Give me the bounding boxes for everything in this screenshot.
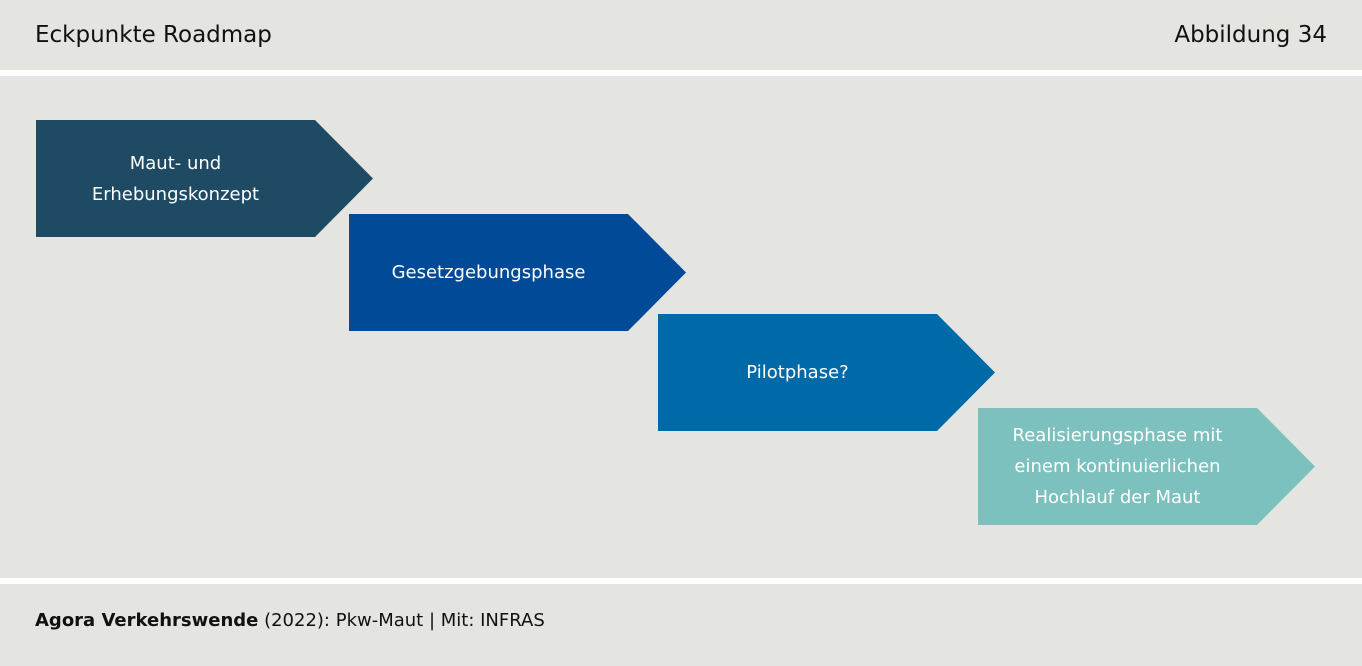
step-label: Realisierungsphase mit einem kontinuierl… — [1012, 425, 1223, 508]
step-label: Pilotphase? — [746, 362, 849, 383]
header: Eckpunkte Roadmap Abbildung 34 — [0, 0, 1362, 70]
diagram-area: Maut- und Erhebungskonzept Gesetzgebungs… — [0, 76, 1362, 578]
figure-number: Abbildung 34 — [1174, 22, 1327, 48]
step-arrow-4: Realisierungsphase mit einem kontinuierl… — [978, 408, 1315, 525]
step-label: Maut- und Erhebungskonzept — [91, 152, 260, 205]
title: Eckpunkte Roadmap — [35, 22, 272, 48]
footer: Agora Verkehrswende (2022): Pkw-Maut | M… — [0, 584, 1362, 666]
step-label: Gesetzgebungsphase — [391, 262, 586, 283]
step-arrow-1: Maut- und Erhebungskonzept — [36, 120, 373, 237]
step-arrow-3: Pilotphase? — [658, 314, 995, 431]
source: Agora Verkehrswende (2022): Pkw-Maut | M… — [35, 610, 545, 631]
step-arrow-2: Gesetzgebungsphase — [349, 214, 686, 331]
source-author: Agora Verkehrswende — [35, 610, 259, 631]
source-text: (2022): Pkw-Maut | Mit: INFRAS — [258, 610, 545, 631]
